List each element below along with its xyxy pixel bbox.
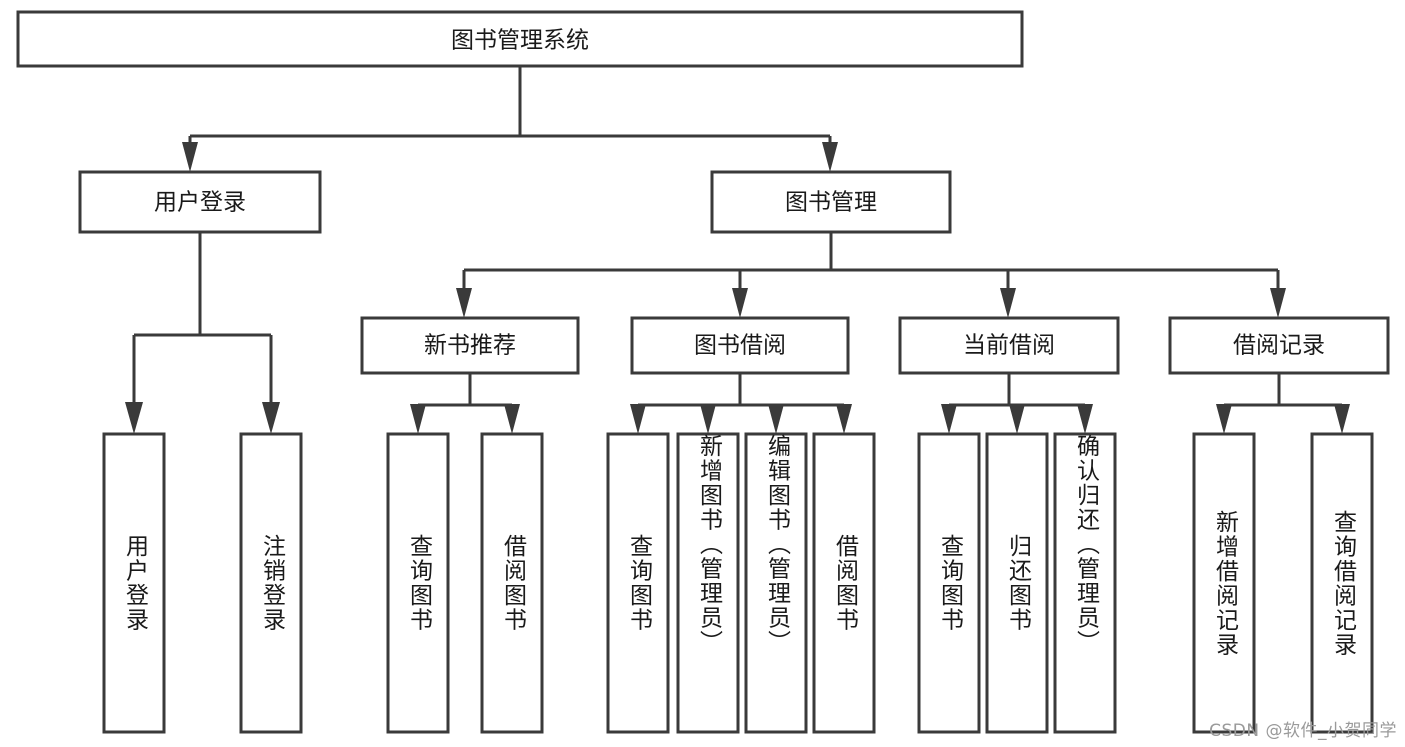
node-user-login[interactable]: 用户登录 [78,170,322,234]
arrow-to-user-login [182,142,198,172]
leaf-box-confirm-return[interactable] [1053,432,1117,734]
leaf-box-logout[interactable] [239,432,303,734]
connector-book-borrow-to-leaves [630,373,852,434]
node-current-borrow-rect[interactable] [898,316,1120,375]
connector-new-book-recommend-to-leaves [410,373,520,434]
arrow-to-book-manage [822,142,838,172]
leaf-box-add-book[interactable] [676,432,740,734]
leaf-box-query-record[interactable] [1310,432,1374,734]
arrow-to-leaf-borrow-book-2 [836,404,852,434]
node-root-rect[interactable] [16,10,1024,68]
node-new-book-recommend[interactable]: 新书推荐 [360,316,580,375]
leaf-box-user-login[interactable] [102,432,166,734]
connector-borrow-record-to-leaves [1216,373,1350,434]
arrow-to-leaf-user-login [125,402,143,434]
arrow-to-current-borrow [1000,288,1016,318]
node-new-book-recommend-rect[interactable] [360,316,580,375]
node-book-manage[interactable]: 图书管理 [710,170,952,234]
connector-user-login-to-leaves [125,232,280,434]
leaf-box-return-book[interactable] [985,432,1049,734]
node-borrow-record[interactable]: 借阅记录 [1168,316,1390,375]
watermark-text: CSDN @软件_小贺同学 [1209,721,1397,741]
node-new-book-recommend-label: 新书推荐 [424,333,516,359]
arrow-to-new-book-recommend [456,288,472,318]
leaf-box-query-book-1[interactable] [386,432,450,734]
arrow-to-leaf-query-record [1334,404,1350,434]
leaf-box-borrow-book-2[interactable] [812,432,876,734]
arrow-to-leaf-logout [262,402,280,434]
arrow-to-leaf-query-book-3 [941,404,957,434]
arrow-to-borrow-record [1270,288,1286,318]
node-current-borrow[interactable]: 当前借阅 [898,316,1120,375]
arrow-to-leaf-edit-book [768,404,784,434]
node-root-label: 图书管理系统 [451,28,589,54]
leaf-box-query-book-2[interactable] [606,432,670,734]
node-current-borrow-label: 当前借阅 [963,333,1055,359]
connector-root-to-level2 [182,66,838,172]
arrow-to-leaf-query-book-2 [630,404,646,434]
node-user-login-label: 用户登录 [154,190,246,216]
arrow-to-leaf-add-book [700,404,716,434]
arrow-to-leaf-confirm-return [1077,404,1093,434]
arrow-to-leaf-add-record [1216,404,1232,434]
arrow-to-leaf-query-book-1 [410,404,426,434]
leaf-box-borrow-book-1[interactable] [480,432,544,734]
leaf-box-query-book-3[interactable] [917,432,981,734]
leaf-box-edit-book[interactable] [744,432,808,734]
node-book-manage-label: 图书管理 [785,190,877,216]
node-borrow-record-label: 借阅记录 [1233,333,1325,359]
leaf-box-add-record[interactable] [1192,432,1256,734]
arrow-to-leaf-borrow-book-1 [504,404,520,434]
arrow-to-book-borrow [732,288,748,318]
connector-book-manage-to-level3 [456,232,1286,318]
node-root[interactable]: 图书管理系统 [16,10,1024,68]
connector-current-borrow-to-leaves [941,373,1093,434]
node-user-login-rect[interactable] [78,170,322,234]
arrow-to-leaf-return-book [1009,404,1025,434]
node-book-borrow[interactable]: 图书借阅 [630,316,850,375]
node-book-borrow-label: 图书借阅 [694,333,786,359]
